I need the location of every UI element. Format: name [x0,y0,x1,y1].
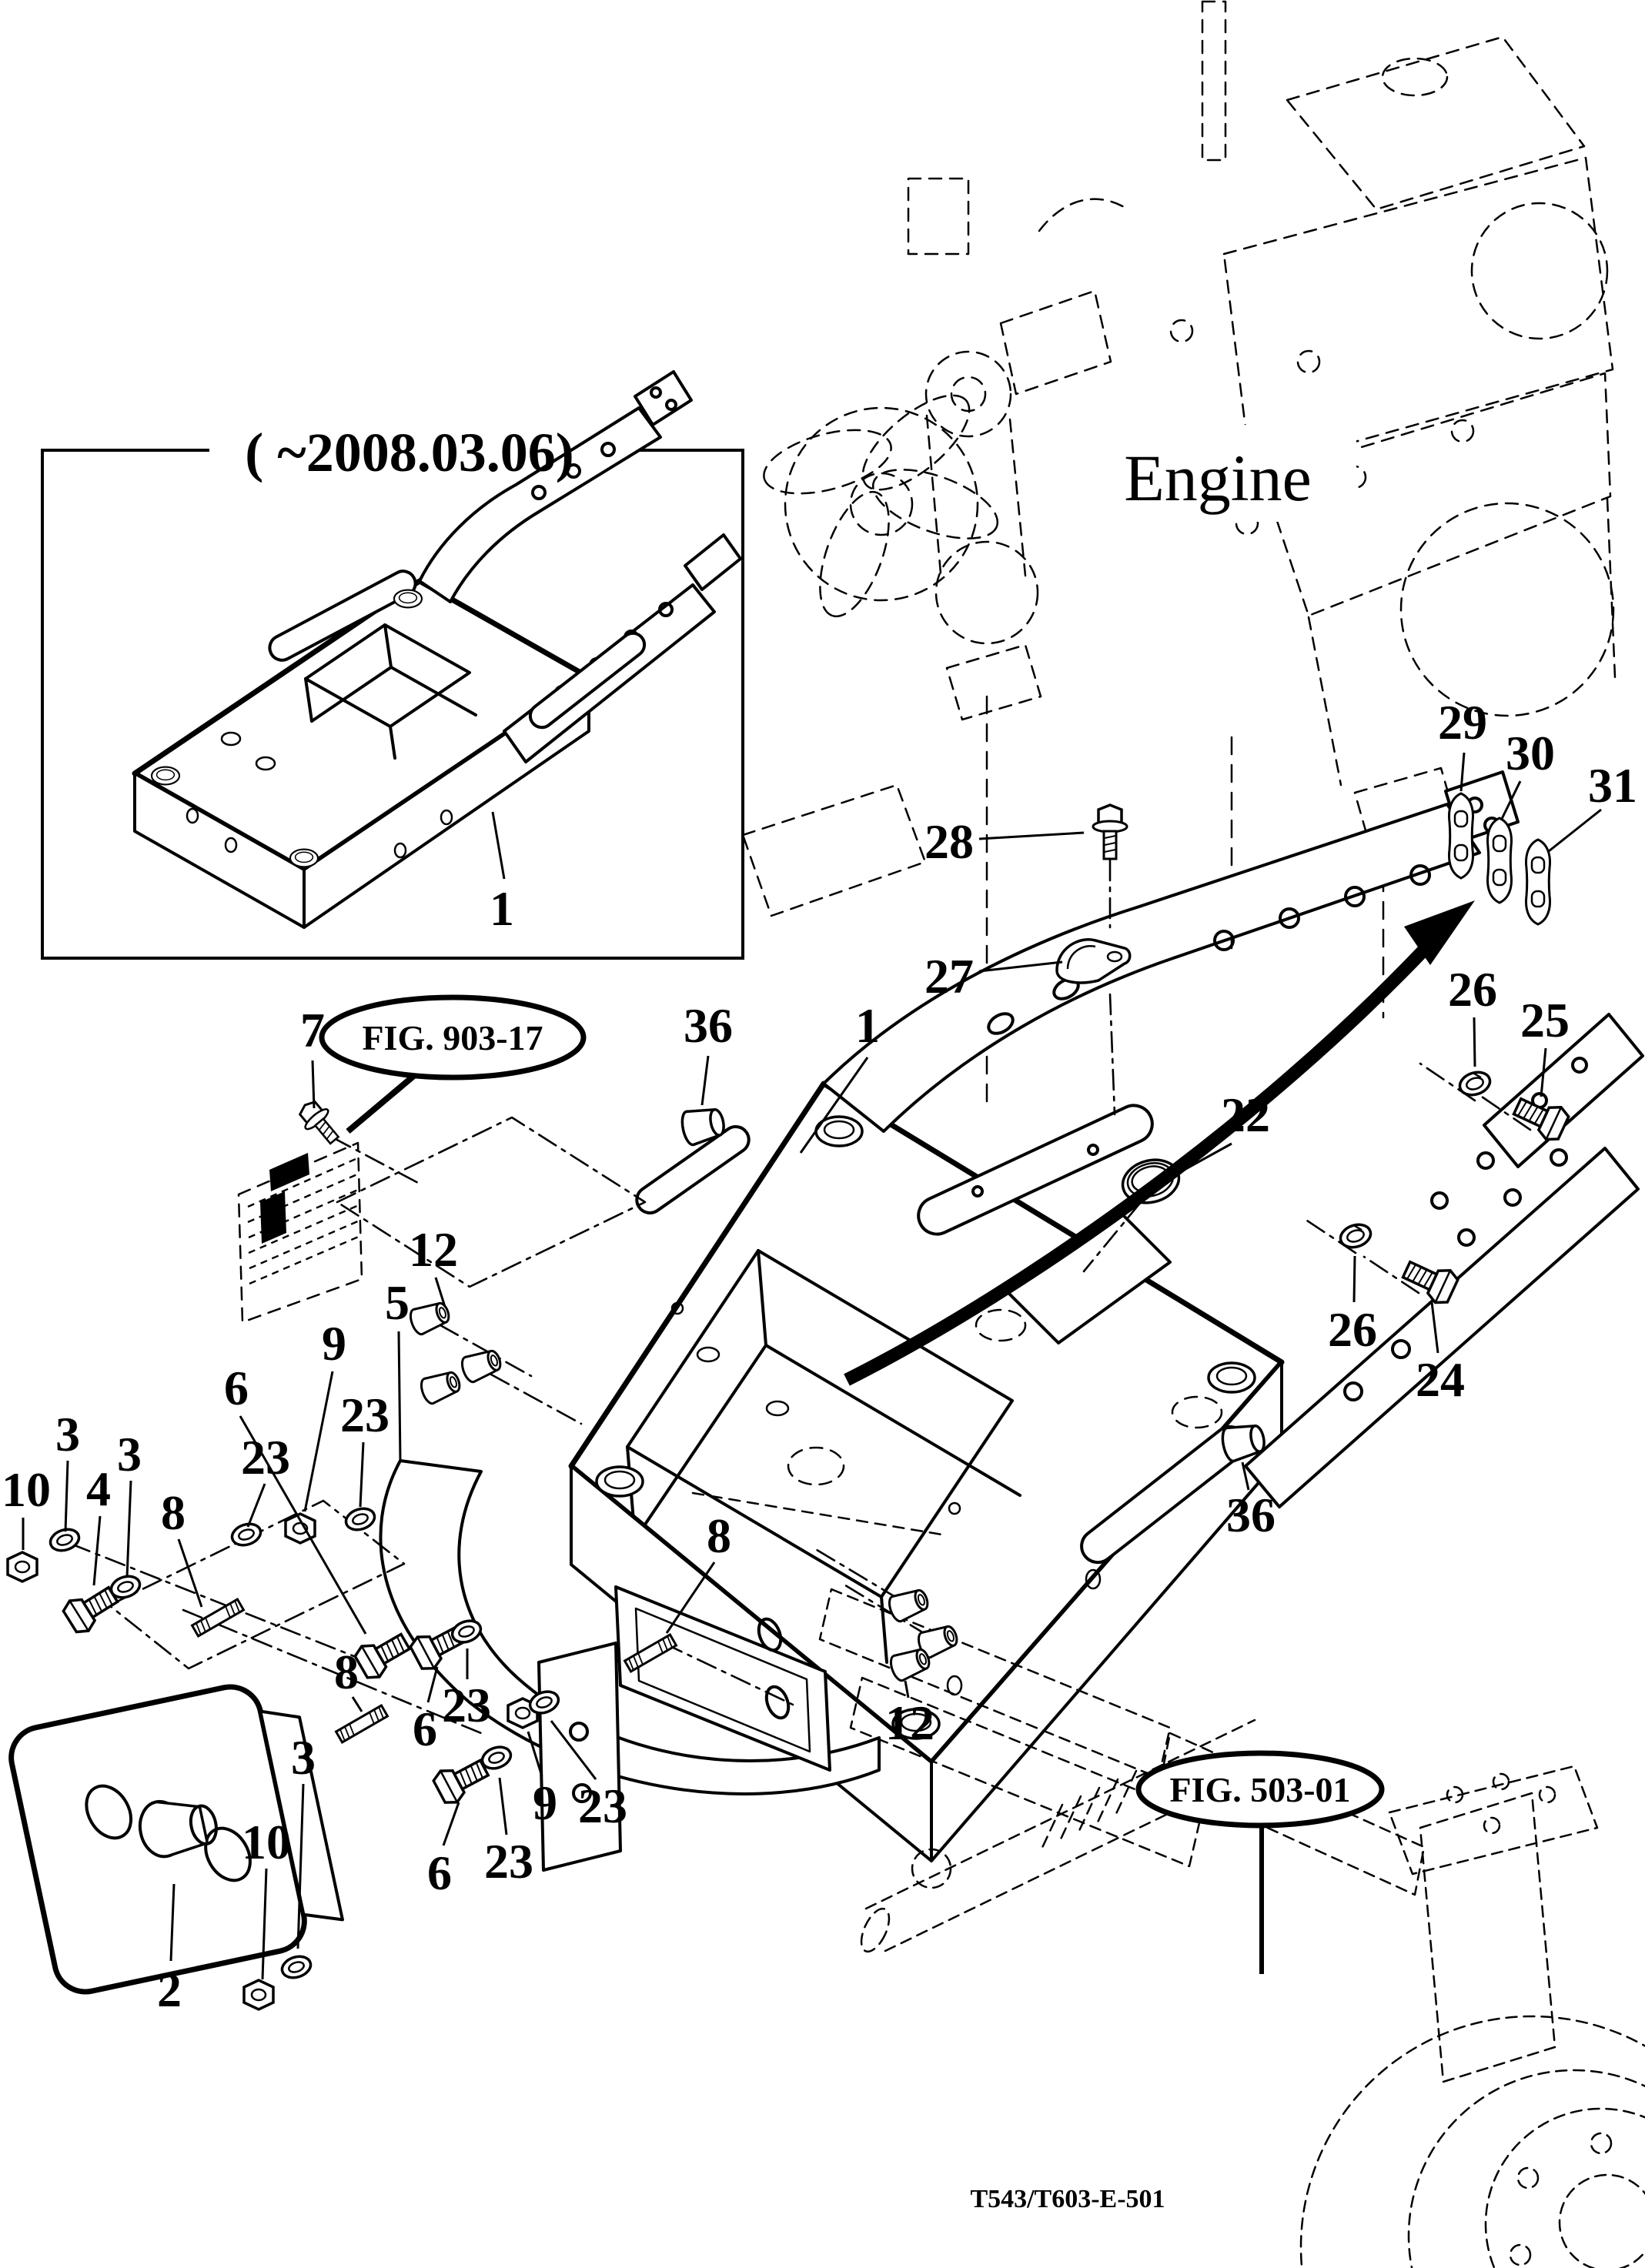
engine-mount-left [741,783,927,917]
spring-washer-26 [1336,1219,1376,1253]
callout-10: 10 [242,1815,291,1869]
callout-8: 8 [161,1485,186,1540]
figure-ref-label: FIG. 503-01 [1169,1770,1350,1809]
bushing-12 [406,1297,453,1338]
part-callouts: 1 7 36 1 28 27 29 30 31 26 25 22 26 24 3… [2,695,1637,2017]
nut-10 [242,1979,275,2011]
breather-cap [1381,57,1449,97]
rocker-cover [1286,35,1586,211]
callout-23: 23 [578,1779,627,1833]
callout-5: 5 [385,1275,410,1330]
inset-frame-drawing [132,370,742,929]
engine-label: Engine [1124,441,1312,515]
exhaust-stack [1201,0,1227,162]
cylinder-head [1222,156,1614,473]
water-pump-pulley [924,350,1012,438]
callout-31: 31 [1588,758,1637,813]
figure-ref-903-17: FIG. 903-17 [319,994,587,1134]
callout-12: 12 [409,1222,458,1277]
callout-8: 8 [334,1645,359,1699]
bushing-12 [417,1366,464,1407]
callout-4: 4 [86,1461,111,1516]
washer-23 [342,1504,379,1535]
washer-3 [278,1952,315,1982]
engine-drawing [741,0,1617,917]
grille-panel [237,1141,363,1324]
callout-23: 23 [241,1430,290,1485]
grille-mark [260,1191,286,1244]
drawing-number: T543/T603-E-501 [970,2185,1165,2213]
leader-lines [22,752,1602,1980]
engine-block [1261,372,1612,617]
callout-29: 29 [1438,695,1487,750]
flywheel-housing [1399,502,1615,717]
figure-ref-503-01: FIG. 503-01 [1135,1750,1385,1974]
callout-8: 8 [707,1508,731,1563]
callout-2: 2 [157,1962,182,2017]
callout-23: 23 [442,1678,491,1732]
callout-9: 9 [322,1316,346,1371]
callout-1: 1 [855,998,880,1053]
callout-26: 26 [1328,1302,1377,1357]
callout-9: 9 [533,1775,557,1830]
bolt-28 [1092,803,1128,860]
callout-12: 12 [885,1695,935,1750]
callout-26: 26 [1448,962,1497,1017]
figure-ref-label: FIG. 903-17 [362,1018,543,1057]
callout-6: 6 [413,1702,437,1756]
callout-3: 3 [117,1427,142,1481]
engine-label-backing [1082,425,1356,522]
shim-30 [1486,817,1513,904]
callout-36: 36 [1226,1488,1276,1542]
callout-7: 7 [300,1003,325,1057]
callout-3: 3 [291,1730,316,1785]
shim-31 [1525,838,1551,926]
inset-date-title: ( ~2008.03.06) [245,422,573,483]
callout-23: 23 [340,1388,390,1442]
crank-pulley [935,540,1039,645]
callout-6: 6 [224,1361,249,1415]
callout-1-inset: 1 [490,881,514,936]
inset-early-model [41,370,744,960]
bumper-plate-2 [8,1684,344,1995]
callout-28: 28 [924,814,974,869]
shim-29 [1448,792,1474,880]
spring-washer-26 [1455,1067,1495,1101]
callout-23: 23 [484,1834,533,1889]
grille-mark [269,1153,309,1191]
callout-6: 6 [427,1845,452,1900]
fuel-filter [907,177,970,256]
reference-arrow [844,900,1475,1386]
callout-10: 10 [2,1462,51,1517]
timing-cover [1470,202,1609,340]
nut-10 [6,1551,38,1583]
fan [784,406,979,602]
callout-22: 22 [1221,1087,1270,1142]
callout-27: 27 [924,949,974,1004]
callout-25: 25 [1520,993,1570,1047]
callout-24: 24 [1416,1352,1465,1407]
callout-3: 3 [55,1407,80,1461]
bolt-7 [293,1094,347,1151]
callout-36: 36 [684,998,733,1053]
callout-30: 30 [1506,726,1555,780]
weight-bracket-pocket [614,1585,831,1772]
bolt-6 [351,1625,416,1684]
